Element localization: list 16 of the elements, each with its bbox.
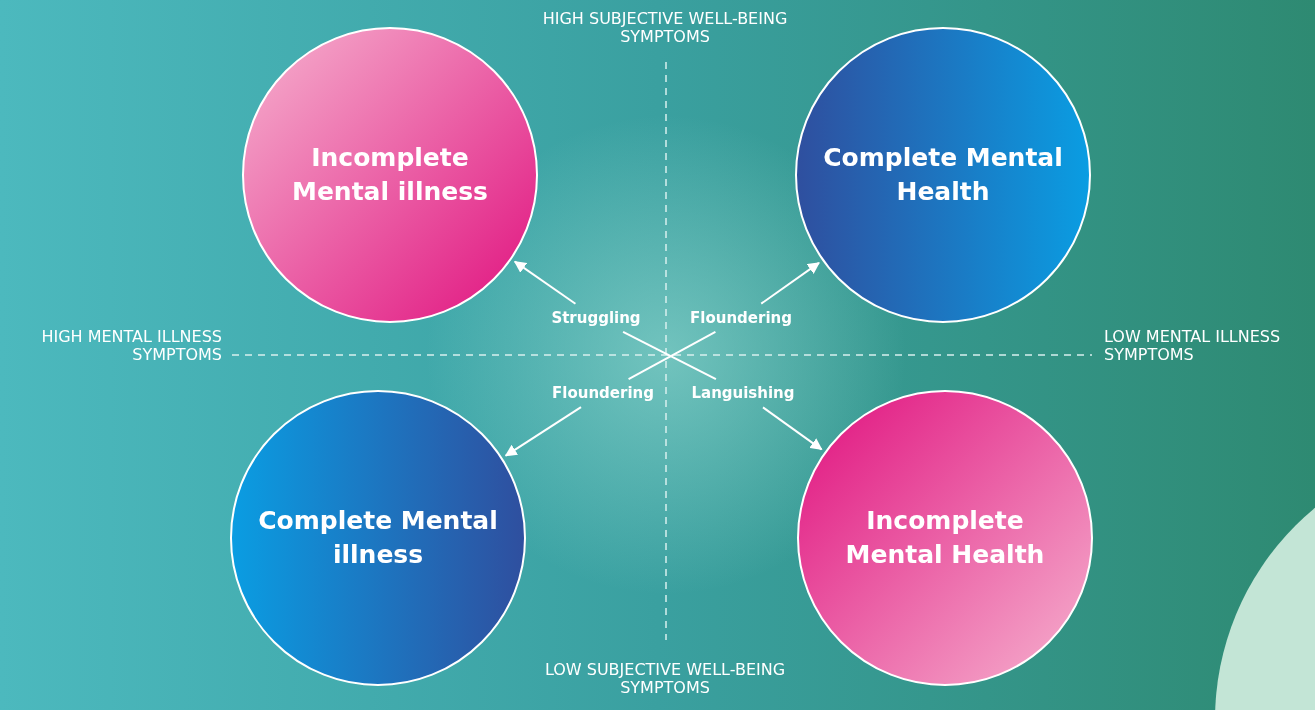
axis-label: HIGH MENTAL ILLNESS SYMPTOMS bbox=[40, 328, 222, 365]
circle-title: Complete Mental Health bbox=[823, 142, 1063, 208]
arrow bbox=[504, 406, 582, 457]
circle-title: Complete Mental illness bbox=[258, 505, 498, 571]
transition-label: Struggling bbox=[546, 306, 646, 330]
circle-title: Incomplete Mental illness bbox=[291, 142, 489, 208]
arrow bbox=[513, 260, 577, 305]
circle-title: Incomplete Mental Health bbox=[844, 505, 1046, 571]
transition-label: Languishing bbox=[685, 381, 801, 405]
axis-label: HIGH SUBJECTIVE WELL-BEING SYMPTOMS bbox=[541, 10, 789, 47]
transition-label: Floundering bbox=[548, 381, 658, 405]
arrow bbox=[761, 406, 823, 451]
axis-label: LOW MENTAL ILLNESS SYMPTOMS bbox=[1104, 328, 1282, 365]
axis-label: LOW SUBJECTIVE WELL-BEING SYMPTOMS bbox=[543, 661, 787, 698]
transition-label: Floundering bbox=[686, 306, 796, 330]
arrow bbox=[760, 261, 820, 305]
